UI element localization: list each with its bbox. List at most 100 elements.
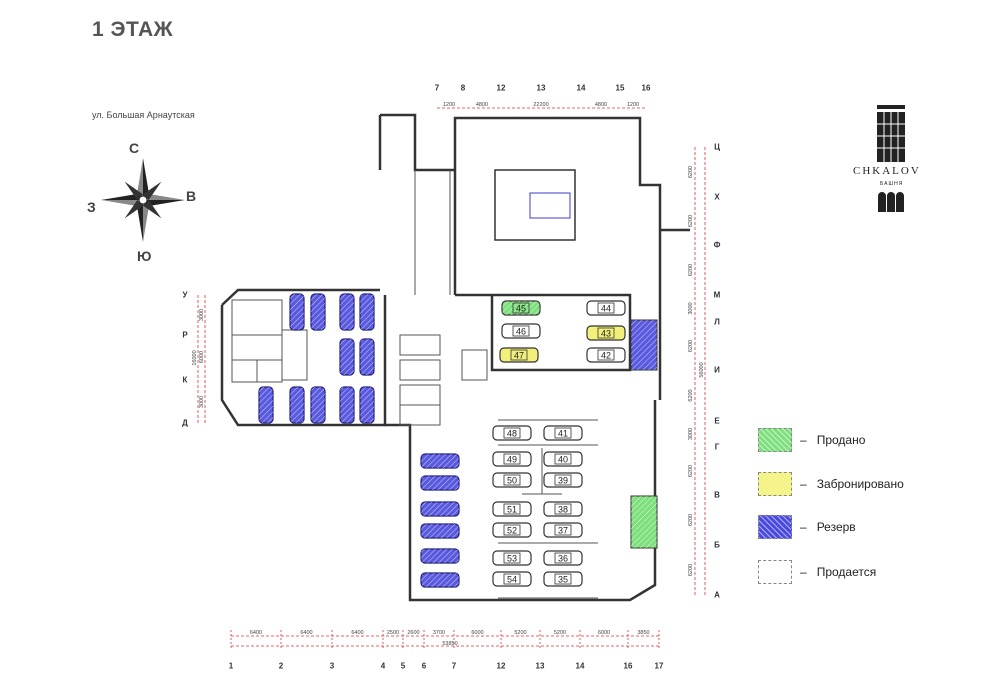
axis-right-0: Ц <box>714 142 720 152</box>
parking-spot-number: 38 <box>558 505 568 515</box>
dim-left: 3000 <box>199 309 205 321</box>
dim-top: 22200 <box>533 102 548 108</box>
parking-spot-reserve[interactable] <box>289 386 305 424</box>
legend-dash: – <box>800 477 807 491</box>
parking-spot-reserve[interactable] <box>420 475 460 491</box>
parking-spot-39[interactable]: 39 <box>543 472 583 488</box>
street-label: ул. Большая Арнаутская <box>92 110 195 120</box>
axis-bottom-6: 6 <box>421 661 427 671</box>
parking-spot-reserve[interactable] <box>420 453 460 469</box>
parking-spot-53[interactable]: 53 <box>492 550 532 566</box>
parking-spot-reserve[interactable] <box>339 293 355 331</box>
parking-spot-38[interactable]: 38 <box>543 501 583 517</box>
hatch <box>421 502 459 516</box>
dim-bottom: 5200 <box>514 630 526 636</box>
parking-spot-number: 45 <box>516 304 526 314</box>
legend-label: – Продано <box>800 433 865 447</box>
parking-spot-43[interactable]: 43 <box>586 325 626 341</box>
dim-bottom: 2500 <box>387 630 399 636</box>
logo-subtitle: БАШНЯ <box>880 181 904 187</box>
dim-bottom: 6400 <box>300 630 312 636</box>
car-icon <box>501 323 541 339</box>
parking-spot-41[interactable]: 41 <box>543 425 583 441</box>
parking-spot-number: 36 <box>558 554 568 564</box>
car-roof <box>554 474 572 486</box>
axis-right-10: А <box>714 590 720 600</box>
axis-top-13: 13 <box>536 83 546 93</box>
parking-spot-number: 35 <box>558 575 568 585</box>
axis-right-2: Ф <box>713 240 721 250</box>
parking-spot-reserve[interactable] <box>258 386 274 424</box>
axis-right-9: Б <box>714 540 720 550</box>
parking-spot-number: 53 <box>507 554 517 564</box>
parking-spot-54[interactable]: 54 <box>492 571 532 587</box>
axis-bottom-1: 1 <box>228 661 234 671</box>
axis-bottom-17: 17 <box>654 661 664 671</box>
parking-spot-36[interactable]: 36 <box>543 550 583 566</box>
parking-spot-reserve[interactable] <box>420 523 460 539</box>
car-icon <box>543 522 583 538</box>
parking-spot-44[interactable]: 44 <box>586 300 626 316</box>
parking-spot-reserve[interactable] <box>310 386 326 424</box>
parking-spot-47[interactable]: 47 <box>499 347 539 363</box>
dim-right: 6200 <box>688 166 694 178</box>
car-roof <box>503 474 521 486</box>
parking-spot-number: 43 <box>601 329 611 339</box>
parking-spot-42[interactable]: 42 <box>586 347 626 363</box>
parking-spot-number: 46 <box>516 327 526 337</box>
hatch <box>259 387 273 423</box>
parking-spot-40[interactable]: 40 <box>543 451 583 467</box>
parking-spot-49[interactable]: 49 <box>492 451 532 467</box>
parking-spot-reserve[interactable] <box>359 293 375 331</box>
parking-spot-52[interactable]: 52 <box>492 522 532 538</box>
parking-spot-reserve[interactable] <box>420 572 460 588</box>
parking-spot-reserve[interactable] <box>339 386 355 424</box>
car-icon <box>543 550 583 566</box>
parking-spot-51[interactable]: 51 <box>492 501 532 517</box>
compass-south: Ю <box>137 248 152 264</box>
parking-spot-reserve[interactable] <box>339 338 355 376</box>
dim-bottom: 6400 <box>351 630 363 636</box>
axis-bottom-2: 2 <box>278 661 284 671</box>
parking-spot-number: 54 <box>507 575 517 585</box>
parking-spot-number: 39 <box>558 476 568 486</box>
dim-bottom: 3850 <box>637 630 649 636</box>
compass-rose-icon <box>101 158 185 242</box>
hatch <box>290 387 304 423</box>
parking-spot-46[interactable]: 46 <box>501 323 541 339</box>
parking-spot-reserve[interactable] <box>359 338 375 376</box>
parking-spot-35[interactable]: 35 <box>543 571 583 587</box>
dim-top: 4800 <box>595 102 607 108</box>
parking-spot-number: 41 <box>558 429 568 439</box>
parking-spot-37[interactable]: 37 <box>543 522 583 538</box>
dim-left: 6000 <box>199 351 205 363</box>
parking-spot-45[interactable]: 45 <box>501 300 541 316</box>
legend-label: – Продается <box>800 565 876 579</box>
axis-right-5: И <box>714 365 720 375</box>
parking-spot-reserve[interactable] <box>420 501 460 517</box>
car-roof <box>554 503 572 515</box>
parking-spot-reserve[interactable] <box>289 293 305 331</box>
hatch <box>311 294 325 330</box>
axis-bottom-7: 7 <box>451 661 457 671</box>
dim-right: 3000 <box>688 428 694 440</box>
hatch <box>421 476 459 490</box>
parking-spot-reserve[interactable] <box>359 386 375 424</box>
axis-left-3: Д <box>182 418 188 428</box>
parking-spot-reserve[interactable] <box>420 548 460 564</box>
axis-bottom-3: 3 <box>329 661 335 671</box>
compass-north: С <box>129 140 140 156</box>
car-icon <box>492 501 532 517</box>
dim-left-total: 16000 <box>192 350 198 365</box>
car-roof <box>510 349 528 361</box>
car-roof <box>554 552 572 564</box>
parking-spot-50[interactable]: 50 <box>492 472 532 488</box>
parking-spot-reserve[interactable] <box>310 293 326 331</box>
axis-top-8: 8 <box>460 83 466 93</box>
parking-spot-48[interactable]: 48 <box>492 425 532 441</box>
legend-dash: – <box>800 433 807 447</box>
hatch <box>340 339 354 375</box>
dim-right: 6200 <box>688 465 694 477</box>
parking-spot-number: 47 <box>514 351 524 361</box>
axis-top-15: 15 <box>615 83 625 93</box>
